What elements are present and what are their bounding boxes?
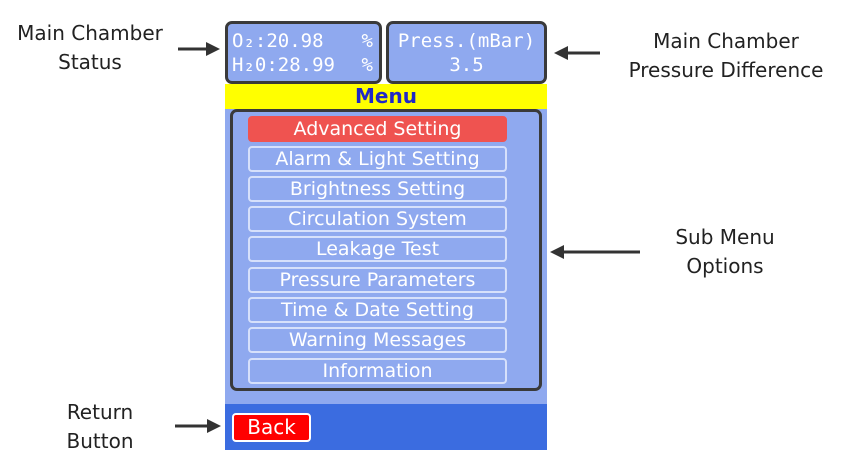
menu-item-leakage-test[interactable]: Leakage Test: [248, 236, 507, 262]
menu-item-circulation-system[interactable]: Circulation System: [248, 206, 507, 232]
h2o-unit: %: [361, 54, 373, 76]
annotation-line: Status: [58, 50, 122, 74]
annotation-line: Button: [66, 429, 134, 453]
bottom-bar: Back: [225, 404, 547, 450]
menu-item-alarm-light-setting[interactable]: Alarm & Light Setting: [248, 146, 507, 172]
annotation-pressure-difference: Main Chamber Pressure Difference: [610, 27, 842, 85]
arrow-pressure-head: [554, 46, 568, 60]
annotation-sub-menu: Sub Menu Options: [650, 223, 800, 281]
device-screen: O₂ :20.98 % H₂0 :28.99 % Press.(mBar) 3.…: [225, 14, 547, 450]
o2-row: O₂ :20.98 %: [232, 29, 379, 53]
menu-item-warning-messages[interactable]: Warning Messages: [248, 327, 507, 353]
annotation-line: Main Chamber: [653, 29, 799, 53]
annotation-return-button: Return Button: [40, 398, 160, 456]
o2-value: :20.98: [254, 30, 324, 52]
menu-title: Menu: [225, 84, 547, 109]
annotation-line: Return: [66, 400, 134, 424]
menu-area: Advanced Setting Alarm & Light Setting B…: [225, 109, 547, 404]
h2o-row: H₂0 :28.99 %: [232, 53, 379, 77]
annotation-line: Pressure Difference: [628, 58, 824, 82]
annotation-line: Sub Menu: [675, 225, 775, 249]
menu-item-advanced-setting[interactable]: Advanced Setting: [248, 116, 507, 142]
menu-item-brightness-setting[interactable]: Brightness Setting: [248, 176, 507, 202]
arrow-status-head: [206, 42, 220, 56]
pressure-panel: Press.(mBar) 3.5: [386, 21, 547, 84]
annotation-line: Options: [686, 254, 764, 278]
menu-item-pressure-parameters[interactable]: Pressure Parameters: [248, 267, 507, 293]
arrow-back-head: [207, 419, 221, 433]
pressure-label: Press.(mBar): [397, 30, 536, 52]
h2o-label: H₂0: [232, 54, 267, 76]
annotation-main-chamber-status: Main Chamber Status: [10, 19, 170, 77]
menu-item-time-date-setting[interactable]: Time & Date Setting: [248, 297, 507, 323]
arrow-submenu-head: [550, 245, 564, 259]
h2o-value: :28.99: [266, 54, 335, 76]
menu-item-information[interactable]: Information: [248, 358, 507, 384]
back-button[interactable]: Back: [232, 413, 311, 442]
o2-label: O₂: [232, 30, 255, 52]
sub-menu-frame: [230, 109, 542, 391]
pressure-value: 3.5: [449, 54, 484, 76]
chamber-status-panel: O₂ :20.98 % H₂0 :28.99 %: [225, 21, 382, 84]
o2-unit: %: [361, 30, 373, 52]
annotation-line: Main Chamber: [17, 21, 163, 45]
